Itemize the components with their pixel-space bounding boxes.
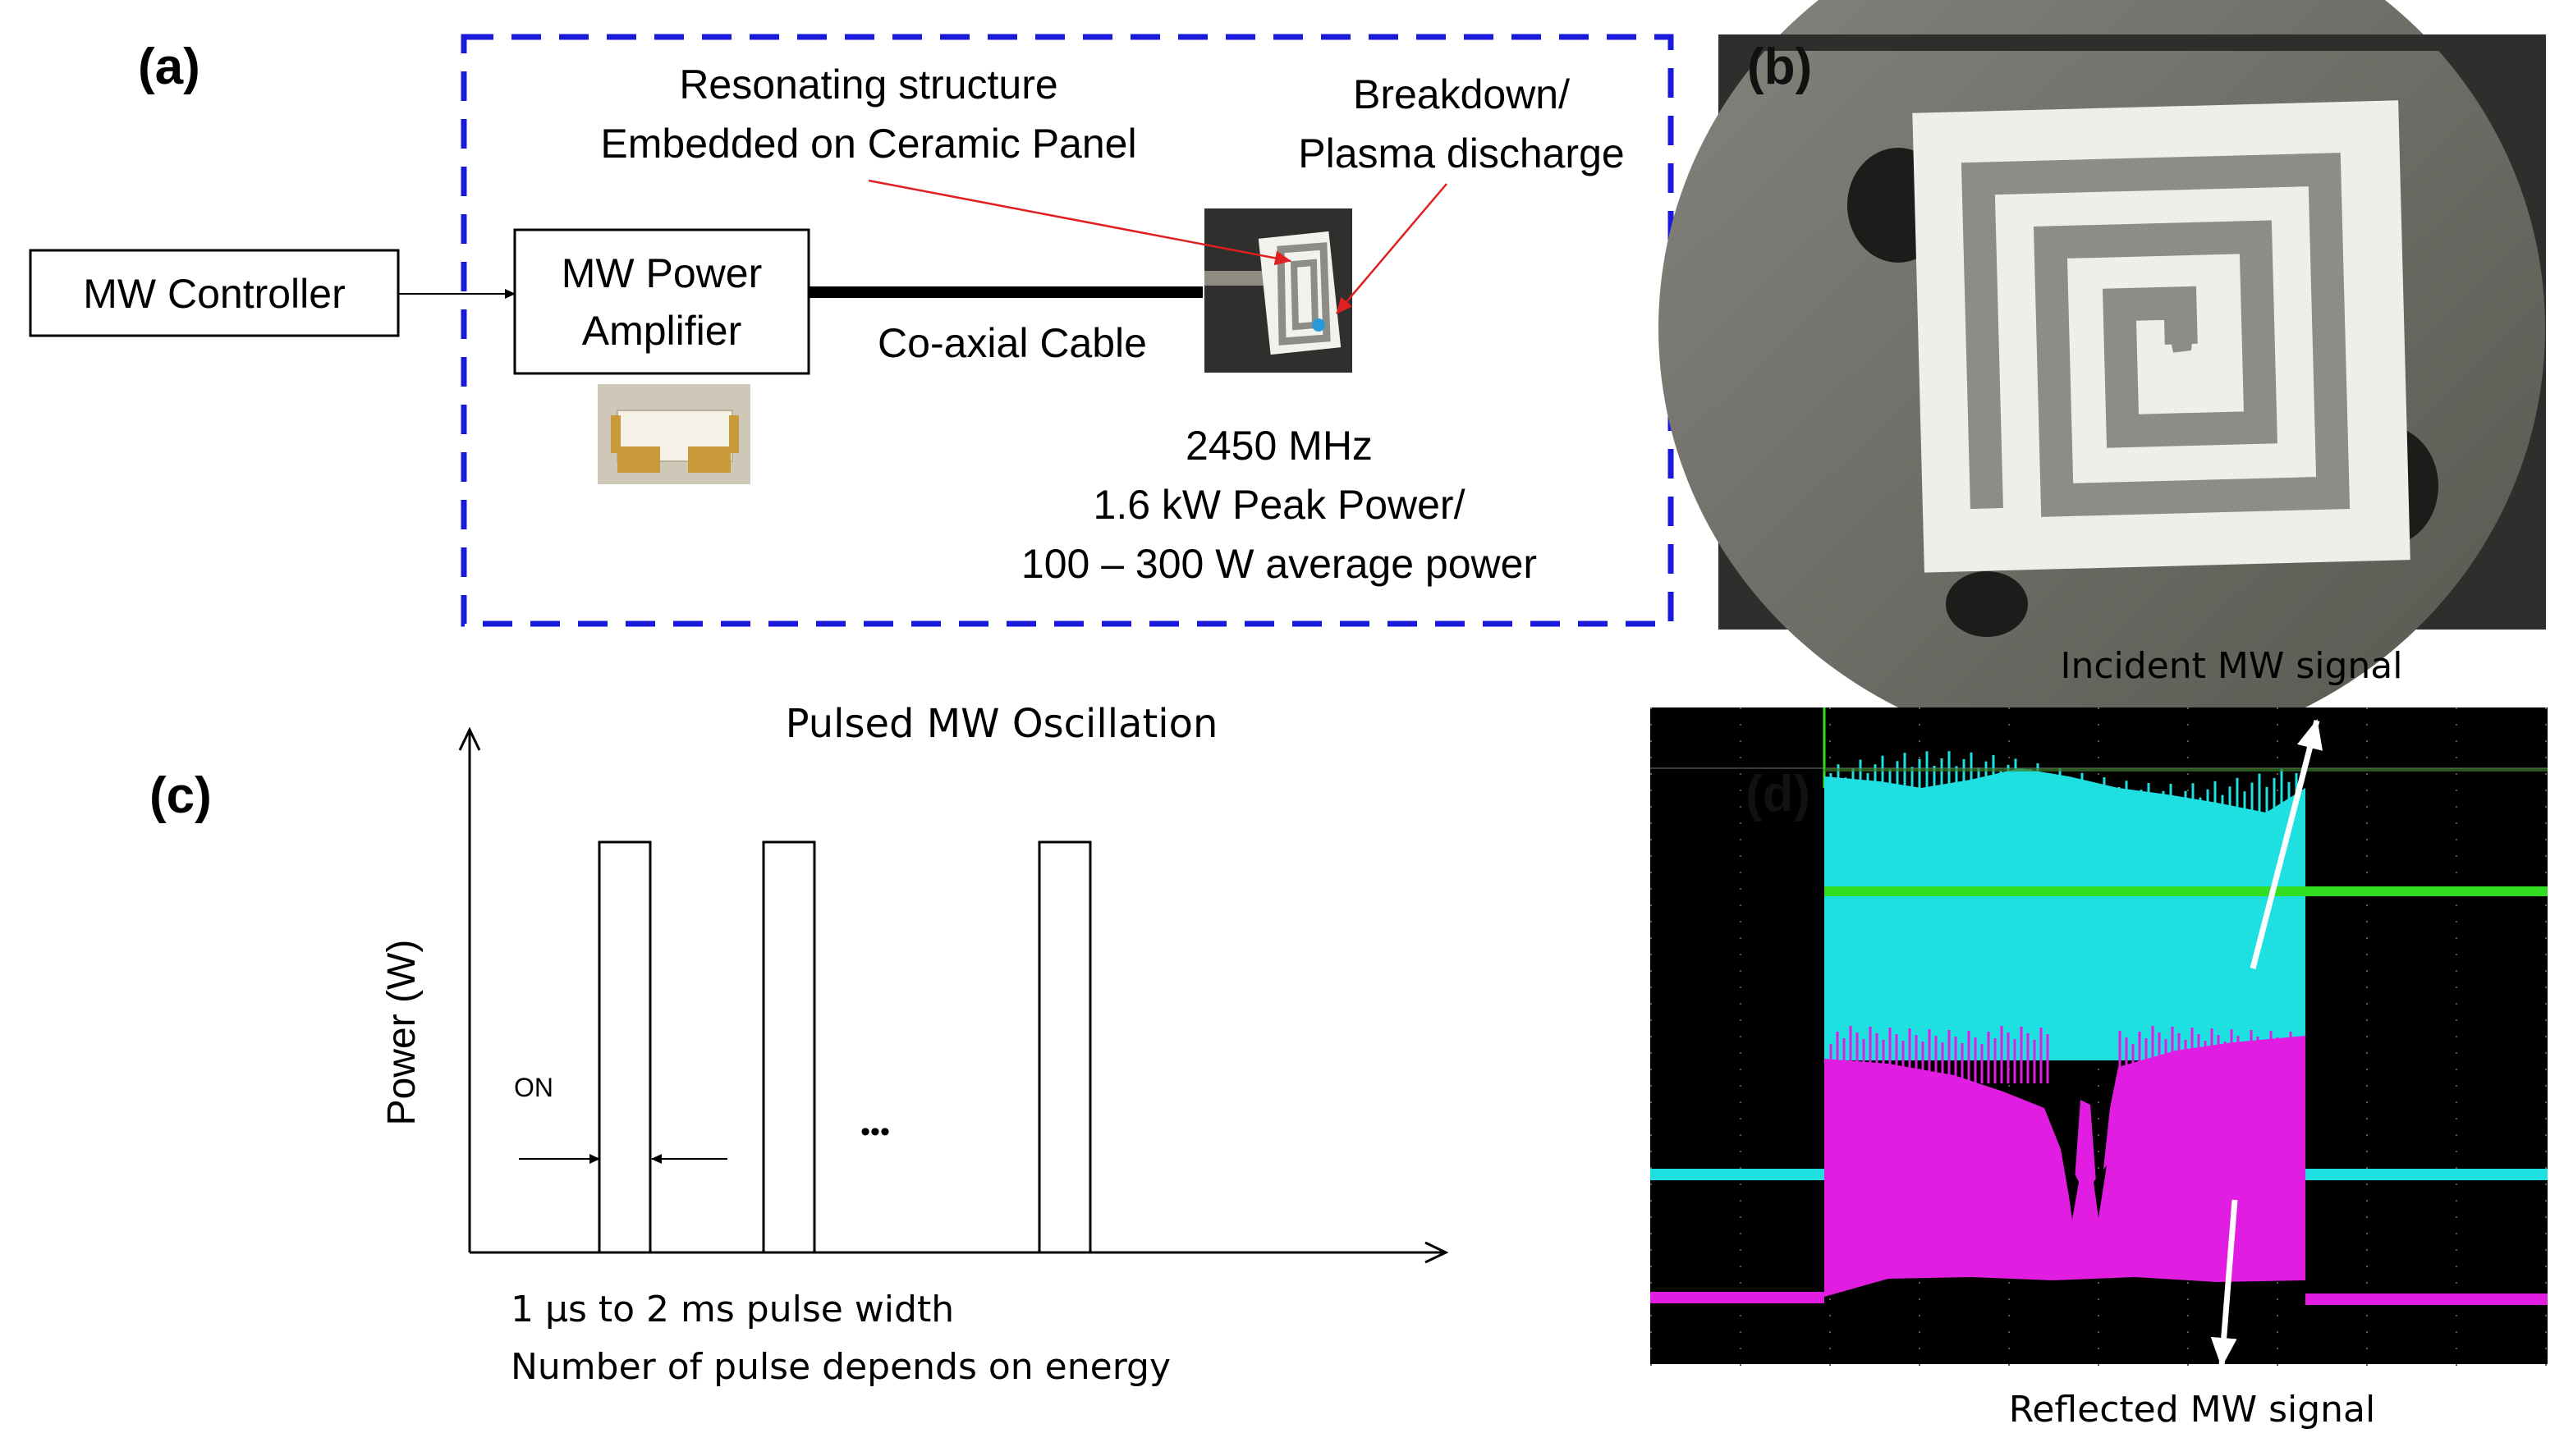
- incident-arrow: [2250, 719, 2323, 969]
- resonator-label-line1: Resonating structure: [679, 62, 1057, 108]
- mw-controller-label: MW Controller: [83, 271, 345, 317]
- reflected-ripple: [1829, 1026, 2299, 1083]
- incident-pulse-trace: [1824, 768, 2305, 1180]
- resonator-photo: [1204, 208, 1352, 373]
- reflected-arrow: [2210, 1199, 2238, 1367]
- coaxial-cable: [809, 286, 1203, 298]
- pulse-chart-title: Pulsed MW Oscillation: [786, 701, 1218, 747]
- resonator-label-line2: Embedded on Ceramic Panel: [600, 121, 1136, 167]
- pulse-1: [598, 840, 652, 1254]
- spiral-resonator: [1961, 153, 2351, 517]
- panel-d: Incident MW signal (d) Reflected MW: [1650, 645, 2548, 1431]
- average-power-label: 100 – 300 W average power: [1021, 541, 1537, 587]
- mw-power-amplifier-box: [513, 228, 810, 375]
- coaxial-cable-label: Co-axial Cable: [878, 320, 1147, 366]
- panel-c-label: (c): [149, 767, 212, 824]
- pulse-width-caption: 1 µs to 2 ms pulse width: [511, 1289, 954, 1330]
- breakdown-pointer-arrow: [1336, 183, 1447, 314]
- breakdown-label-line2: Plasma discharge: [1298, 130, 1624, 176]
- panel-b: (b): [1658, 0, 2546, 755]
- amplifier-label-line1: MW Power: [562, 250, 762, 296]
- magenta-baseline-left: [1650, 1292, 1824, 1303]
- peak-power-label: 1.6 kW Peak Power/: [1094, 482, 1465, 528]
- reflected-signal-label: Reflected MW signal: [2009, 1389, 2376, 1431]
- pulse-2: [762, 840, 816, 1254]
- ellipsis-more-pulses: •••: [860, 1116, 890, 1147]
- panel-d-label: (d): [1745, 766, 1810, 822]
- cyan-baseline-right: [2305, 1169, 2548, 1180]
- panel-b-label: (b): [1747, 39, 1812, 95]
- resonator-pointer-arrow: [868, 179, 1291, 266]
- cyan-baseline-left: [1650, 1169, 1824, 1180]
- incident-ripple: [1829, 751, 2298, 837]
- reflected-dip: [2062, 1149, 2107, 1220]
- y-axis-label: Power (W): [380, 940, 424, 1126]
- panel-a-label: (a): [138, 39, 200, 95]
- pulse-3: [1038, 840, 1092, 1254]
- incident-signal-label: Incident MW signal: [2060, 645, 2402, 687]
- frequency-label: 2450 MHz: [1186, 423, 1373, 469]
- amplifier-photo: [598, 384, 750, 484]
- panel-c: (c) Pulsed MW Oscillation Power (W) ••• …: [149, 701, 1445, 1388]
- magenta-baseline-right: [2305, 1293, 2548, 1305]
- on-label: ON: [514, 1073, 553, 1102]
- breakdown-label-line1: Breakdown/: [1353, 71, 1570, 117]
- pulse-count-caption: Number of pulse depends on energy: [511, 1346, 1171, 1388]
- bolt-hole-3: [1946, 571, 2028, 637]
- reflected-pulse-trace: [1824, 1036, 2305, 1297]
- ceramic-panel: [1912, 100, 2410, 573]
- plasma-spot: [1312, 318, 1325, 332]
- green-trace: [1824, 768, 2548, 896]
- panel-a: (a) MW Controller MW Power Amplifier Co-…: [29, 34, 1674, 627]
- amplifier-label-line2: Amplifier: [582, 308, 741, 354]
